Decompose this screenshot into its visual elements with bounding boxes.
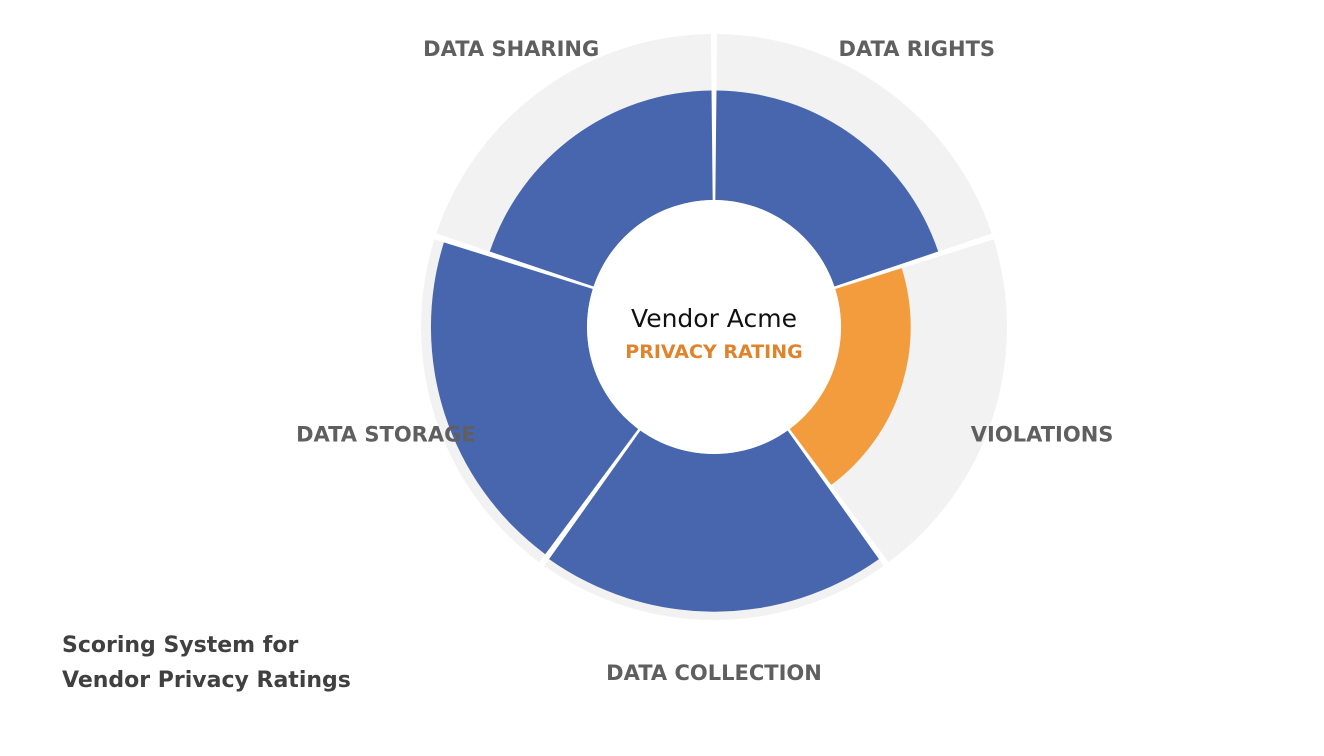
label-data-storage: DATA STORAGE [296, 423, 476, 447]
segment-data-collection [549, 430, 879, 612]
segment-data-rights [715, 90, 939, 287]
segment-data-sharing [489, 90, 713, 287]
label-data-sharing: DATA SHARING [423, 37, 599, 61]
category-label-layer: DATA RIGHTS VIOLATIONS DATA COLLECTION DATA… [296, 37, 1113, 685]
caption-line-1: Scoring System for [62, 633, 299, 658]
segment-data-storage [430, 242, 639, 555]
segment-layer [430, 90, 939, 612]
label-data-rights: DATA RIGHTS [839, 37, 996, 61]
label-violations: VIOLATIONS [971, 423, 1114, 447]
chart-caption: Scoring System for Vendor Privacy Rating… [62, 628, 351, 698]
label-data-collection: DATA COLLECTION [606, 661, 822, 685]
chart-subtitle: PRIVACY RATING [625, 341, 802, 363]
chart-title: Vendor Acme [631, 304, 797, 333]
segment-violations [789, 268, 911, 485]
caption-line-2: Vendor Privacy Ratings [62, 668, 351, 693]
center-hole [587, 200, 841, 454]
